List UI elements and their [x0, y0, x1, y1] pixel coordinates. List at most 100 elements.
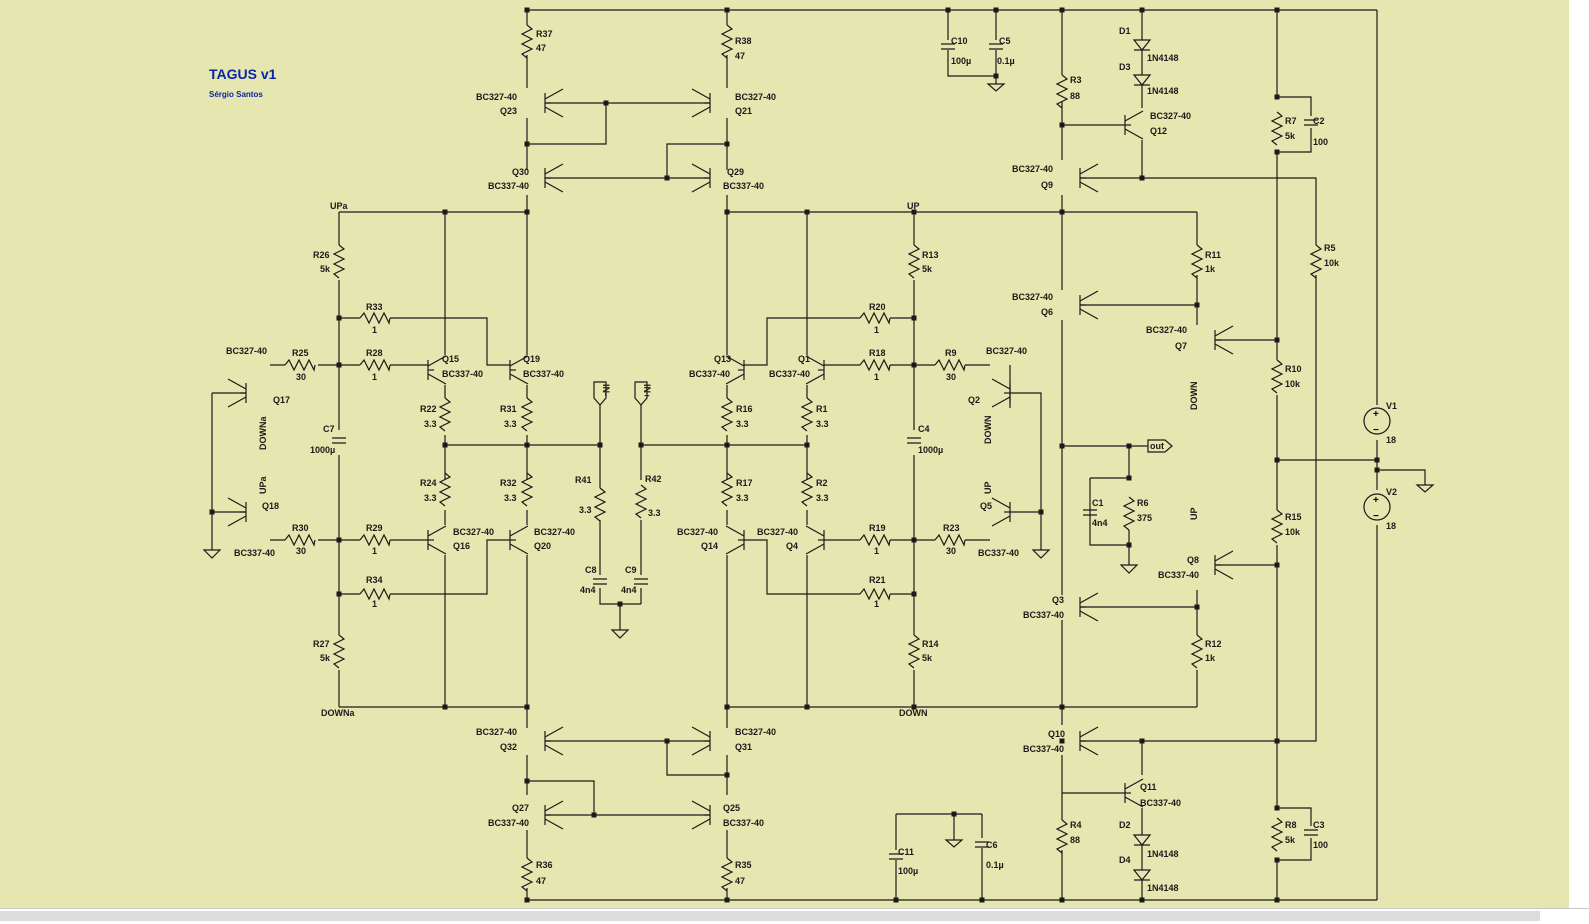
svg-text:R23: R23 [943, 523, 960, 533]
wires [211, 9, 1426, 901]
svg-text:R22: R22 [420, 404, 437, 414]
svg-text:C2: C2 [1313, 116, 1325, 126]
capacitor-c7 [332, 437, 346, 444]
q2-model: BC327-40 [986, 346, 1027, 356]
q29-name: Q29 [727, 167, 744, 177]
junction-dot [911, 362, 917, 368]
svg-text:R9: R9 [945, 348, 957, 358]
svg-text:3.3: 3.3 [736, 493, 749, 503]
svg-text:R36: R36 [536, 860, 553, 870]
resistor-r26 [332, 244, 346, 279]
svg-text:R17: R17 [736, 478, 753, 488]
svg-text:R1: R1 [816, 404, 828, 414]
transistor-q29 [691, 163, 711, 193]
q14-model: BC327-40 [677, 527, 718, 537]
resistor-r9 [934, 358, 966, 372]
junction-dot [1194, 604, 1200, 610]
junction-dot [951, 811, 957, 817]
svg-text:R30: R30 [292, 523, 309, 533]
junction-dot [804, 442, 810, 448]
q31-model: BC327-40 [735, 727, 776, 737]
svg-text:R7: R7 [1285, 116, 1297, 126]
q21-model: BC327-40 [735, 92, 776, 102]
junction-dot [442, 704, 448, 710]
svg-text:47: 47 [536, 876, 546, 886]
svg-text:1: 1 [874, 372, 879, 382]
junction-dot [1139, 897, 1145, 903]
transistor-q12 [1124, 110, 1144, 140]
horizontal-scrollbar-thumb[interactable] [0, 911, 1540, 921]
junction-dot [442, 442, 448, 448]
svg-text:R6: R6 [1137, 498, 1149, 508]
q8-name: Q8 [1187, 555, 1199, 565]
q20-model: BC327-40 [534, 527, 575, 537]
svg-text:R13: R13 [922, 250, 939, 260]
schematic-sheet[interactable]: TAGUS v1 Sérgio Santos [0, 0, 1569, 908]
q8-model: BC337-40 [1158, 570, 1199, 580]
junctions [209, 7, 1380, 903]
svg-text:R2: R2 [816, 478, 828, 488]
svg-text:D4: D4 [1119, 855, 1131, 865]
svg-text:UPa: UPa [330, 201, 349, 211]
resistor-r5 [1309, 244, 1323, 279]
resistor-r42 [634, 484, 648, 519]
svg-text:1N4148: 1N4148 [1147, 883, 1179, 893]
resistor-r31 [520, 397, 534, 432]
resistor-r19 [859, 533, 891, 547]
resistor-r32 [520, 472, 534, 507]
junction-dot [1059, 443, 1065, 449]
junction-dot [911, 704, 917, 710]
svg-text:0.1µ: 0.1µ [986, 860, 1004, 870]
junction-dot [724, 704, 730, 710]
svg-text:3.3: 3.3 [816, 419, 829, 429]
junction-dot [1274, 805, 1280, 811]
resistor-r18 [859, 358, 891, 372]
svg-text:UP: UP [1189, 507, 1199, 520]
transistor-q16 [427, 525, 447, 555]
q16-model: BC327-40 [453, 527, 494, 537]
svg-text:+: + [1373, 409, 1379, 420]
q20-name: Q20 [534, 541, 551, 551]
schematic-canvas[interactable]: TAGUS v1 Sérgio Santos [0, 0, 1569, 908]
junction-dot [1139, 175, 1145, 181]
transistor-q31 [691, 726, 711, 756]
svg-text:18: 18 [1386, 521, 1396, 531]
svg-text:C8: C8 [585, 565, 597, 575]
resistor-r8 [1270, 817, 1284, 852]
svg-text:R21: R21 [869, 575, 886, 585]
resistor-r35 [720, 857, 734, 892]
junction-dot [1126, 443, 1132, 449]
svg-text:47: 47 [536, 43, 546, 53]
svg-text:R3: R3 [1070, 75, 1082, 85]
q32-model: BC327-40 [476, 727, 517, 737]
svg-text:10k: 10k [1285, 379, 1301, 389]
q16-name: Q16 [453, 541, 470, 551]
horizontal-scrollbar[interactable] [0, 908, 1589, 924]
svg-text:UPa: UPa [258, 475, 268, 494]
q25-name: Q25 [723, 803, 740, 813]
svg-text:R16: R16 [736, 404, 753, 414]
q19-model: BC337-40 [523, 369, 564, 379]
resistor-r27 [332, 634, 346, 669]
svg-text:0.1µ: 0.1µ [997, 56, 1015, 66]
q13-model: BC337-40 [689, 369, 730, 379]
svg-text:1: 1 [372, 546, 377, 556]
svg-text:R34: R34 [366, 575, 383, 585]
q23-model: BC327-40 [476, 92, 517, 102]
svg-text:C3: C3 [1313, 820, 1325, 830]
junction-dot [911, 209, 917, 215]
junction-dot [524, 704, 530, 710]
junction-dot [1126, 475, 1132, 481]
q2-name: Q2 [968, 395, 980, 405]
capacitor-c9 [634, 578, 648, 585]
resistor-r38 [720, 24, 734, 59]
junction-dot [1059, 704, 1065, 710]
junction-dot [1274, 562, 1280, 568]
svg-text:R27: R27 [313, 639, 330, 649]
svg-text:R31: R31 [500, 404, 517, 414]
transistor-q6 [1079, 290, 1099, 320]
svg-text:R19: R19 [869, 523, 886, 533]
q1-model: BC337-40 [769, 369, 810, 379]
svg-text:D2: D2 [1119, 820, 1131, 830]
q7-name: Q7 [1175, 341, 1187, 351]
